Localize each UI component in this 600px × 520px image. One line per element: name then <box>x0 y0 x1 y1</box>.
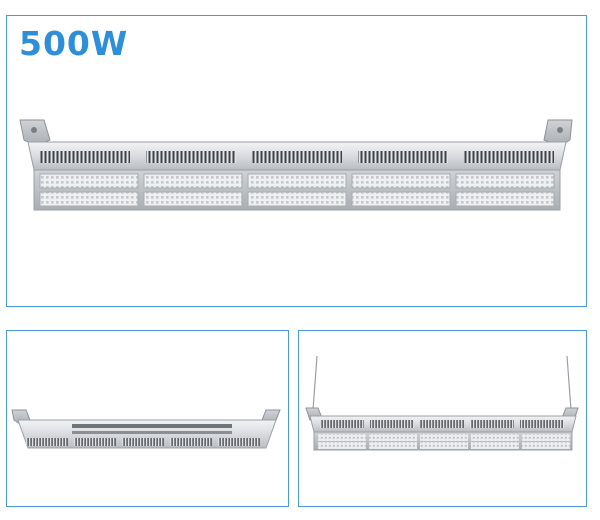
suspended-fixture-image <box>305 355 579 451</box>
top-view-fixture-image <box>11 409 281 449</box>
top-view-panel <box>6 330 289 507</box>
wattage-title: 500W <box>19 24 129 63</box>
main-fixture-image <box>19 119 573 211</box>
